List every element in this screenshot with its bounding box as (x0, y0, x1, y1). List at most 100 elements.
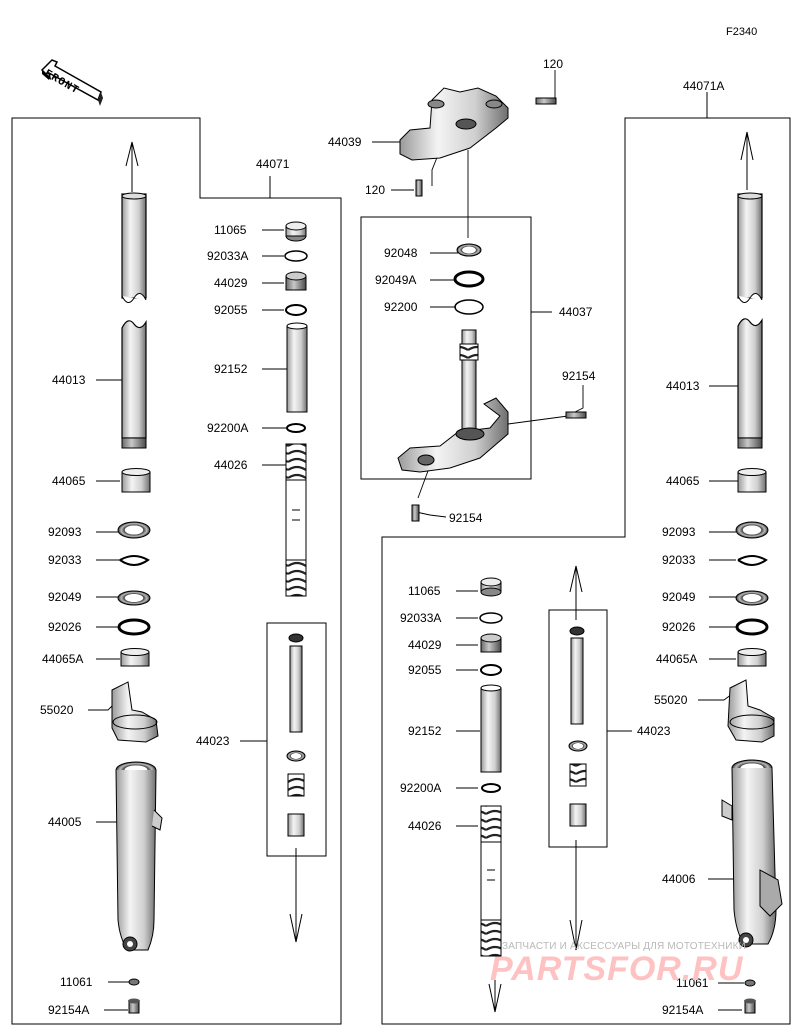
part-label: 92093 (48, 525, 82, 539)
part-label: 44013 (52, 373, 86, 387)
part-label: 44039 (328, 135, 362, 149)
part-label: 44065 (52, 474, 86, 488)
part-label: 44037 (559, 305, 593, 319)
part-label: 44005 (48, 815, 82, 829)
left-cylinder-44023 (286, 633, 306, 837)
upper-bracket-44039 (399, 87, 509, 161)
part-label: 92033 (48, 553, 82, 567)
part-label: 92093 (662, 525, 696, 539)
part-label: 44026 (214, 458, 248, 472)
bolt-92154 (411, 411, 587, 522)
part-label: 11065 (214, 223, 247, 237)
part-label: 44071A (683, 79, 725, 93)
right-cap-44029 (480, 633, 502, 653)
part-label: 92200 (384, 300, 418, 314)
part-label: 92026 (662, 620, 696, 634)
left-cap-44029 (285, 271, 307, 291)
left-spring-44026 (285, 443, 307, 597)
right-oring-92033A (479, 612, 503, 624)
left-bushing-44065A (120, 648, 150, 667)
left-seal-92049 (117, 590, 151, 606)
right-spacer-92152 (480, 684, 502, 773)
right-bushing-44065 (737, 468, 767, 493)
right-washer-92200A (481, 783, 501, 793)
part-label: 92033A (207, 249, 249, 263)
right-oil-seal-92093 (735, 521, 769, 539)
left-oring-92055 (285, 304, 307, 316)
right-cylinder-44023 (568, 626, 588, 827)
part-label: 92048 (384, 246, 418, 260)
left-drain-washer-11061 (128, 978, 140, 986)
part-label: 44065 (666, 474, 700, 488)
right-inner-tube (737, 192, 763, 449)
left-inner-tube (121, 192, 147, 449)
diagram-code: F2340 (726, 26, 758, 38)
right-oring-92055 (480, 664, 502, 676)
left-washer-92026 (117, 618, 151, 636)
part-label: 92200A (400, 781, 442, 795)
right-bushing-44065A (737, 648, 767, 667)
part-label: 92033 (662, 553, 696, 567)
part-label: 44029 (408, 638, 442, 652)
left-drain-bolt-92154A (128, 998, 140, 1014)
part-label: 11061 (676, 976, 709, 990)
right-drain-washer-11061 (744, 979, 756, 987)
part-label: 11061 (60, 975, 93, 989)
left-oring-92033A (284, 250, 308, 262)
steering-stem-44037 (397, 329, 509, 473)
left-washer-92200A (286, 423, 306, 433)
part-label: 120 (543, 57, 564, 71)
front-arrow-icon (40, 59, 103, 106)
part-label: 92154A (662, 1003, 704, 1017)
left-guard-55020 (111, 681, 159, 743)
left-bushing-44065 (121, 468, 151, 493)
part-label: 92033A (400, 611, 442, 625)
group-outlines (11, 92, 791, 1025)
stem-seals (453, 243, 485, 315)
part-label: 92049 (662, 590, 696, 604)
leader-lines (88, 70, 744, 1011)
right-snap-ring-92033 (737, 555, 768, 566)
direction-arrows (125, 131, 754, 1013)
right-outer-tube-44006 (721, 759, 783, 948)
part-label: 92055 (408, 663, 442, 677)
right-washer-92026 (735, 618, 769, 636)
part-label: 92200A (207, 421, 249, 435)
part-label: 92026 (48, 620, 82, 634)
part-label: 44006 (662, 872, 696, 886)
left-cap-11065 (285, 221, 307, 242)
part-label: 44065A (656, 652, 698, 666)
part-label: 120 (365, 183, 386, 197)
watermark-tagline: ЗАПЧАСТИ И АКСЕССУАРЫ ДЛЯ МОТОТЕХНИКИ (502, 941, 747, 952)
part-label: 11065 (408, 584, 441, 598)
part-label: 92154 (562, 369, 596, 383)
part-label: 92049A (375, 273, 417, 287)
part-label: 55020 (40, 703, 74, 717)
part-label: 92152 (408, 724, 442, 738)
bolt-120 (415, 97, 557, 197)
watermark-logo: PARTSFOR.RU (490, 950, 744, 988)
left-outer-tube-44005 (115, 761, 163, 952)
part-label: 44023 (196, 734, 230, 748)
part-label: 44029 (214, 276, 248, 290)
right-drain-bolt-92154A (744, 998, 756, 1014)
left-oil-seal-92093 (117, 521, 151, 539)
right-guard-55020 (727, 679, 775, 743)
left-snap-ring-92033 (119, 555, 150, 566)
part-label: 55020 (654, 693, 688, 707)
right-seal-92049 (735, 590, 769, 606)
right-spring-44026 (480, 805, 502, 957)
part-label: 44026 (408, 819, 442, 833)
part-label: 92049 (48, 590, 82, 604)
part-label: 92152 (214, 362, 248, 376)
right-cap-11065 (480, 577, 502, 597)
part-label: 44013 (666, 379, 700, 393)
part-label: 92154 (449, 511, 483, 525)
part-label: 44023 (637, 724, 671, 738)
part-label: 44071 (256, 157, 290, 171)
part-label: 92055 (214, 303, 248, 317)
left-spacer-92152 (286, 322, 308, 413)
part-label: 44065A (42, 652, 84, 666)
